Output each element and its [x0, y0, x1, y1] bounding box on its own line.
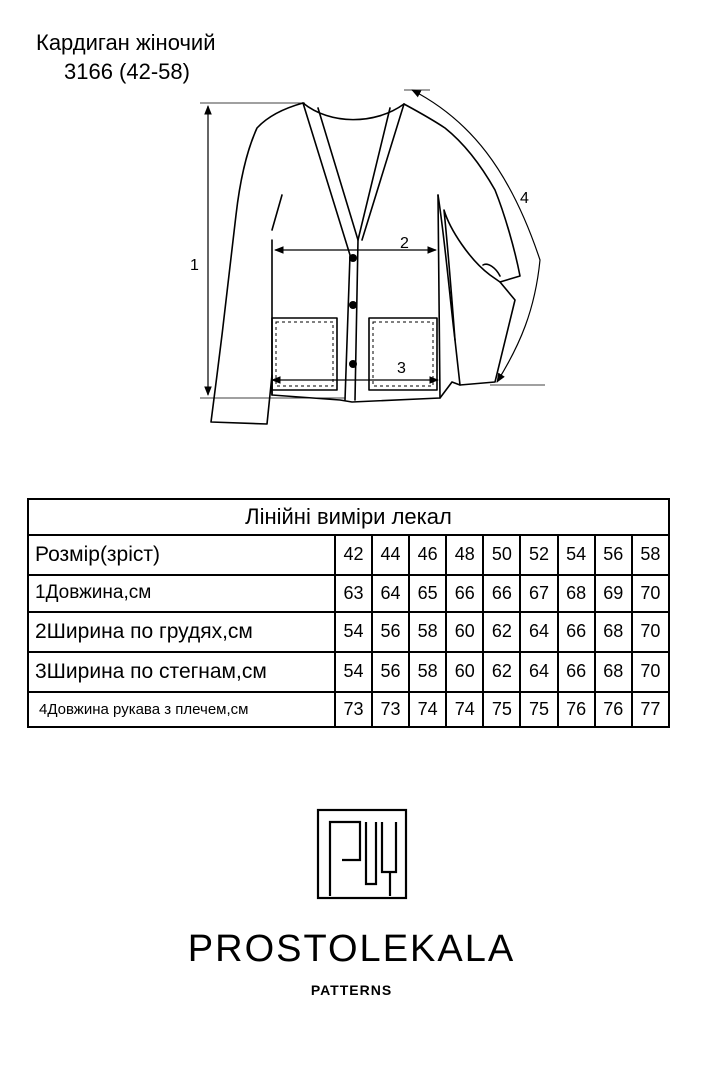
value-cell: 66	[482, 573, 522, 613]
dim-label-2: 2	[400, 235, 409, 252]
value-cell: 75	[519, 690, 559, 729]
size-cell: 52	[519, 534, 559, 576]
value-cell: 77	[630, 690, 671, 729]
brand-name: PROSTOLEKALA	[187, 928, 516, 970]
left-pocket	[271, 317, 338, 391]
value-cell: 64	[371, 573, 411, 613]
front-band-left	[302, 102, 351, 401]
size-cell: 46	[408, 534, 448, 576]
table-row-hips: 3Ширина по стегнам,см 54 56 58 60 62 64 …	[27, 650, 671, 693]
button-3	[349, 360, 357, 368]
value-cell: 56	[371, 610, 411, 653]
right-side-seam	[437, 194, 441, 399]
value-cell: 74	[445, 690, 485, 729]
left-pocket-stitch	[275, 321, 334, 387]
value-cell: 75	[482, 690, 522, 729]
cardigan-sketch: 1 2 3 4	[190, 89, 545, 425]
value-cell: 73	[333, 690, 374, 729]
size-cell: 48	[445, 534, 485, 576]
size-cell: 44	[371, 534, 411, 576]
row-label: 2Ширина по грудях,см	[27, 610, 336, 653]
back-neck	[302, 102, 405, 121]
brand-tagline: PATTERNS	[310, 982, 393, 998]
value-cell: 62	[482, 610, 522, 653]
value-cell: 69	[593, 573, 633, 613]
value-cell: 58	[408, 650, 448, 693]
value-cell: 70	[630, 650, 671, 693]
value-cell: 68	[593, 610, 633, 653]
row-label: 3Ширина по стегнам,см	[27, 650, 336, 693]
value-cell: 70	[630, 610, 671, 653]
dim-label-4: 4	[520, 190, 529, 207]
right-sleeve	[459, 281, 516, 386]
table-heading: Лінійні виміри лекал	[27, 498, 670, 536]
value-cell: 60	[445, 650, 485, 693]
size-label: Розмір(зріст)	[27, 534, 336, 576]
value-cell: 65	[408, 573, 448, 613]
cardigan-body-outline	[210, 102, 521, 425]
measurements-table: Лінійні виміри лекал Розмір(зріст) 42 44…	[27, 498, 671, 729]
table-row-sizes: Розмір(зріст) 42 44 46 48 50 52 54 56 58	[27, 534, 671, 576]
table-row-sleeve: 4Довжина рукава з плечем,см 73 73 74 74 …	[27, 690, 671, 729]
value-cell: 66	[556, 610, 596, 653]
value-cell: 64	[519, 610, 559, 653]
row-label: 1Довжина,см	[27, 573, 336, 613]
value-cell: 68	[593, 650, 633, 693]
value-cell: 73	[371, 690, 411, 729]
value-cell: 60	[445, 610, 485, 653]
right-pocket	[368, 317, 438, 391]
value-cell: 62	[482, 650, 522, 693]
cuff-detail	[482, 263, 501, 277]
value-cell: 58	[408, 610, 448, 653]
value-cell: 54	[333, 650, 374, 693]
front-band-right-inner	[357, 107, 391, 241]
value-cell: 68	[556, 573, 596, 613]
size-cell: 54	[556, 534, 596, 576]
value-cell: 74	[408, 690, 448, 729]
value-cell: 70	[630, 573, 671, 613]
value-cell: 76	[556, 690, 596, 729]
model-number: 3166 (42-58)	[64, 59, 190, 84]
table-row-length: 1Довжина,см 63 64 65 66 66 67 68 69 70	[27, 573, 671, 613]
value-cell: 64	[519, 650, 559, 693]
page-title: Кардиган жіночий	[36, 30, 216, 55]
dim-label-1: 1	[190, 257, 199, 274]
button-1	[349, 254, 357, 262]
table-row-chest: 2Ширина по грудях,см 54 56 58 60 62 64 6…	[27, 610, 671, 653]
size-cell: 50	[482, 534, 522, 576]
size-cell: 58	[630, 534, 671, 576]
sleeve-dimension-line	[411, 89, 541, 383]
size-cell: 42	[333, 534, 374, 576]
value-cell: 66	[445, 573, 485, 613]
left-sleeve-seam	[271, 194, 283, 231]
value-cell: 66	[556, 650, 596, 693]
front-band-left-inner	[317, 107, 359, 401]
value-cell: 54	[333, 610, 374, 653]
size-cell: 56	[593, 534, 633, 576]
value-cell: 56	[371, 650, 411, 693]
value-cell: 76	[593, 690, 633, 729]
row-label: 4Довжина рукава з плечем,см	[27, 690, 336, 729]
brand-logo	[316, 808, 408, 900]
dim-label-3: 3	[397, 360, 406, 377]
front-band-right	[361, 103, 405, 241]
value-cell: 67	[519, 573, 559, 613]
button-2	[349, 301, 357, 309]
value-cell: 63	[333, 573, 374, 613]
